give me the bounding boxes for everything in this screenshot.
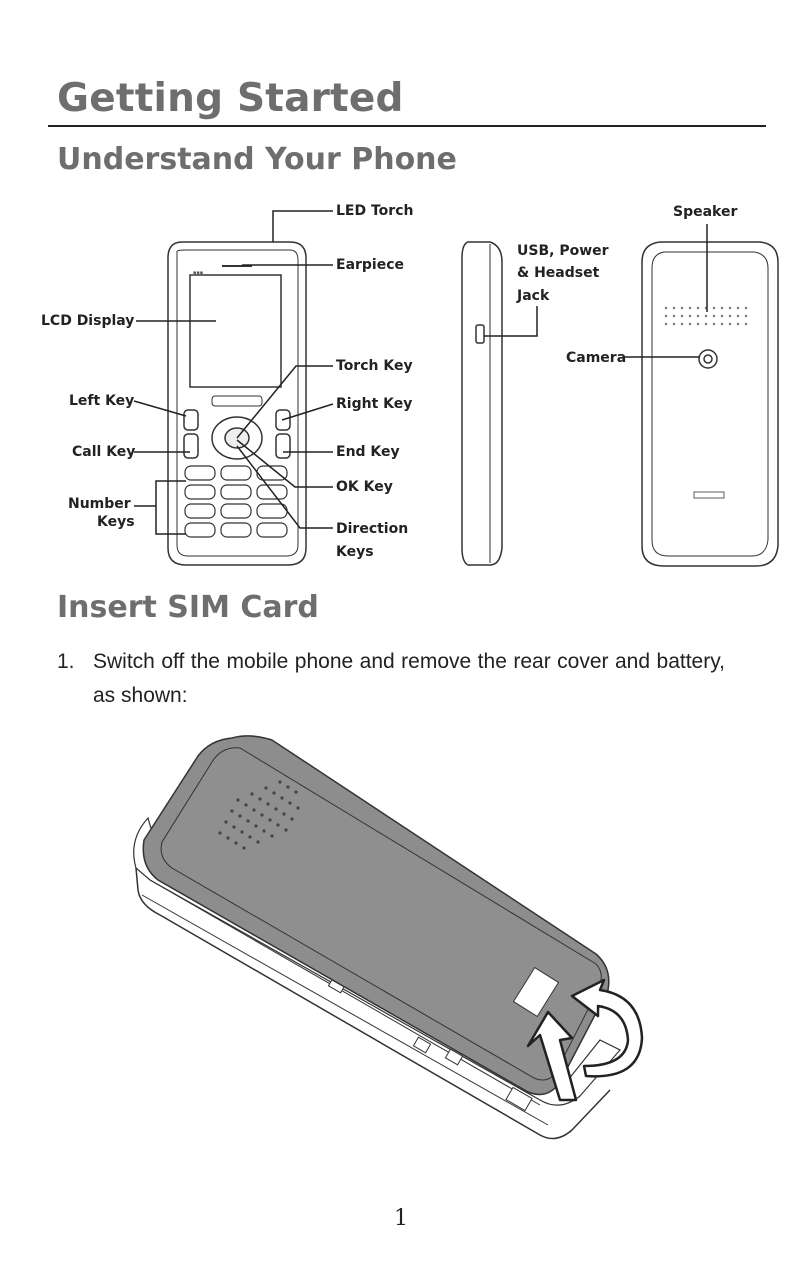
front-leader-lines [133,210,334,535]
step-1: 1. Switch off the mobile phone and remov… [57,645,725,713]
page-heading: Getting Started [57,76,404,121]
back-leader-lines [625,224,708,358]
label-end-key: End Key [336,444,400,460]
heading-rule [48,125,766,127]
side-phone-illustration [461,241,503,566]
label-torch-key: Torch Key [336,358,413,374]
label-call-key: Call Key [72,444,136,460]
label-usb-line2: & Headset [517,265,600,281]
label-led-torch: LED Torch [336,203,414,219]
label-earpiece: Earpiece [336,257,405,273]
label-camera: Camera [566,350,627,366]
label-right-key: Right Key [336,396,413,412]
front-phone-illustration: ▪▪▪ [167,241,307,566]
label-number-keys-line1: Number [68,496,131,512]
label-direction-keys-line1: Direction [336,521,409,537]
section-title-insert-sim: Insert SIM Card [57,590,319,625]
rear-speaker-grille [218,780,300,850]
label-direction-keys-line2: Keys [336,544,374,560]
svg-text:▪▪▪: ▪▪▪ [193,270,203,276]
removal-arrow-icon [526,978,644,1102]
label-left-key: Left Key [69,393,135,409]
label-number-keys-line2: Keys [97,514,135,530]
step-text: Switch off the mobile phone and remove t… [93,650,725,707]
page-number: 1 [394,1206,408,1231]
label-lcd-display: LCD Display [41,313,135,329]
section-title-understand-phone: Understand Your Phone [57,142,457,177]
rear-cover-removal-illustration [133,735,621,1140]
usb-leader-line [484,306,538,337]
label-ok-key: OK Key [336,479,393,495]
label-usb-line3: Jack [517,288,550,304]
back-phone-illustration [641,241,779,567]
label-usb-line1: USB, Power [517,243,609,259]
label-speaker: Speaker [673,204,738,220]
step-number: 1. [57,650,75,673]
speaker-grille [664,306,748,326]
